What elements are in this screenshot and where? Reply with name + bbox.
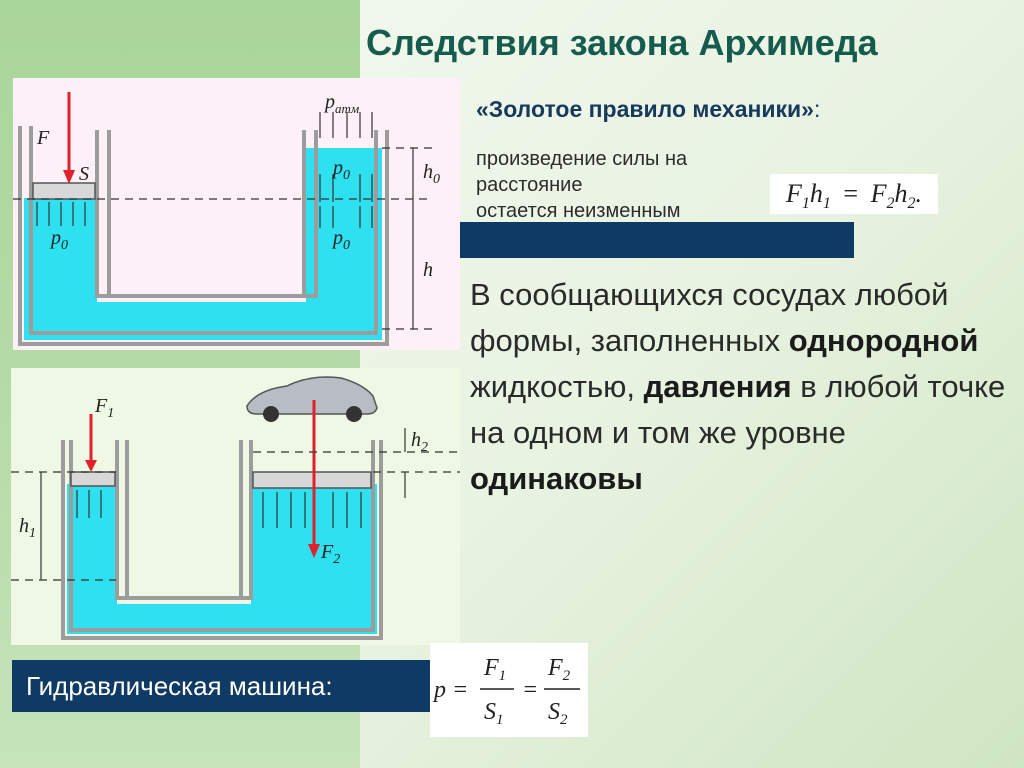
svg-text:S1: S1 [484,699,504,728]
piston-large [252,471,372,489]
svg-text:F1h1 = F2h2.: F1h1 = F2h2. [785,179,922,214]
label-p0-left: p [49,227,61,249]
golden-rule-heading: «Золотое правило механики»: [476,96,821,122]
hydraulic-walls [61,440,383,640]
water-body [24,148,382,340]
svg-text:p0: p0 [331,157,350,183]
piston-left [32,182,96,200]
svg-text:p0: p0 [49,227,68,253]
communicating-vessels-figure: F S p0 p0 p0 pатм h0 h [13,78,460,350]
label-h1: h [19,515,29,537]
label-F1: F [94,395,108,417]
svg-text:pатм: pатм [323,91,359,116]
label-h0: h [423,161,433,183]
label-patm: p [323,91,335,113]
piston-small [70,471,116,487]
label-F: F [36,127,50,149]
label-F2: F [320,541,334,563]
hydraulic-press-figure: F1 F2 h1 h2 [11,368,460,645]
label-S: S [79,163,89,185]
svg-text:=: = [522,677,538,703]
label-h: h [423,259,433,281]
divider-bar [460,222,854,258]
golden-rule-formula: F1h1 = F2h2. [770,174,938,214]
car-image [246,376,378,422]
slide-title: Следствия закона Архимеда [366,22,878,63]
svg-text:h0: h0 [423,161,440,187]
label-p0-right-top: p [331,157,343,179]
svg-text:p: p [432,677,446,703]
golden-rule-description: произведение силы на расстояние остается… [476,148,688,222]
svg-text:h2: h2 [411,429,428,455]
svg-text:F2: F2 [547,655,571,684]
svg-text:F1: F1 [483,655,506,684]
hydraulic-machine-label: Гидравлическая машина: [12,660,430,712]
hydraulic-water [67,484,377,634]
svg-text:F2: F2 [320,541,340,567]
svg-text:F1: F1 [94,395,114,421]
svg-text:p0: p0 [331,227,350,253]
svg-text:h1: h1 [19,515,36,541]
communicating-vessels-statement: В сообщающихся сосудах любой формы, запо… [470,277,1006,496]
hydraulic-formula: p = F1 S1 = F2 S2 [430,643,588,737]
label-h2: h [411,429,421,451]
vessel-walls [18,126,389,346]
svg-text:S2: S2 [548,699,568,728]
label-p0-right-bottom: p [331,227,343,249]
svg-text:=: = [452,677,468,703]
